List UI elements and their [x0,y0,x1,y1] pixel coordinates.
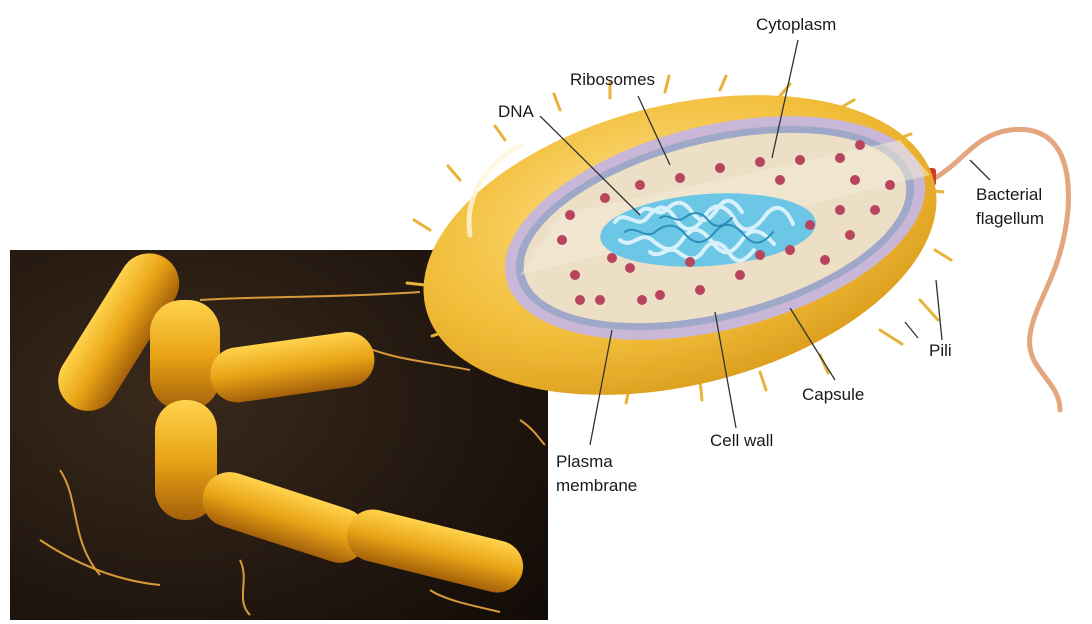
leader-pili [936,280,942,340]
label-capsule: Capsule [802,385,864,404]
label-dna: DNA [498,102,535,121]
label-plasma-membrane-1: Plasma [556,452,613,471]
photo-rod [150,300,220,410]
label-cell-wall: Cell wall [710,431,773,450]
bacterial-flagellum [935,129,1068,410]
label-bacterial-flagellum-2: flagellum [976,209,1044,228]
label-bacterial-flagellum-1: Bacterial [976,185,1042,204]
label-plasma-membrane-2: membrane [556,476,637,495]
label-cytoplasm: Cytoplasm [756,15,836,34]
leader-pili-2 [905,322,918,338]
label-ribosomes: Ribosomes [570,70,655,89]
leader-flagellum [970,160,990,180]
label-pili: Pili [929,341,952,360]
